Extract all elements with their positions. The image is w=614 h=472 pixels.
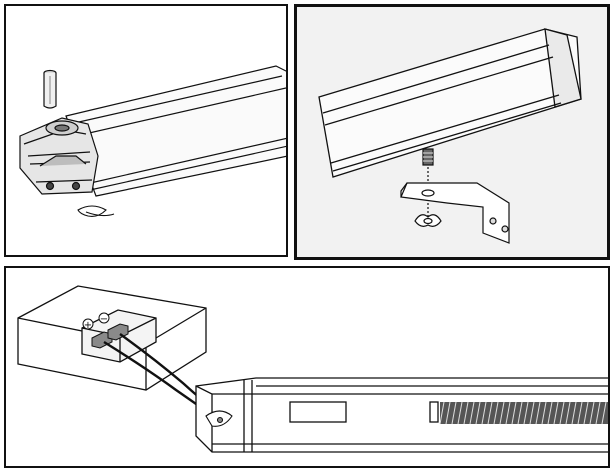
end-cap — [19, 117, 99, 195]
plus-symbol: + — [82, 318, 94, 331]
panel-b-illustration — [318, 28, 582, 244]
panel-motor-end — [4, 4, 288, 257]
panel-c-illustration: + − — [17, 285, 608, 453]
clip-icon — [77, 205, 115, 217]
tube-body — [318, 28, 582, 178]
motor-tube — [195, 377, 608, 453]
bracket-icon — [400, 182, 510, 244]
minus-symbol: − — [98, 312, 110, 325]
tube-body — [65, 65, 286, 197]
spring-coil — [439, 401, 608, 425]
panel-a-illustration — [19, 65, 286, 217]
svg-text:−: − — [100, 314, 108, 325]
pin-icon — [43, 69, 57, 109]
cable-clip-icon — [205, 410, 233, 427]
svg-text:+: + — [84, 320, 92, 331]
wing-nut-icon — [414, 214, 442, 227]
panel-wiring: + − — [4, 266, 610, 468]
panel-bracket-mount — [294, 4, 610, 260]
